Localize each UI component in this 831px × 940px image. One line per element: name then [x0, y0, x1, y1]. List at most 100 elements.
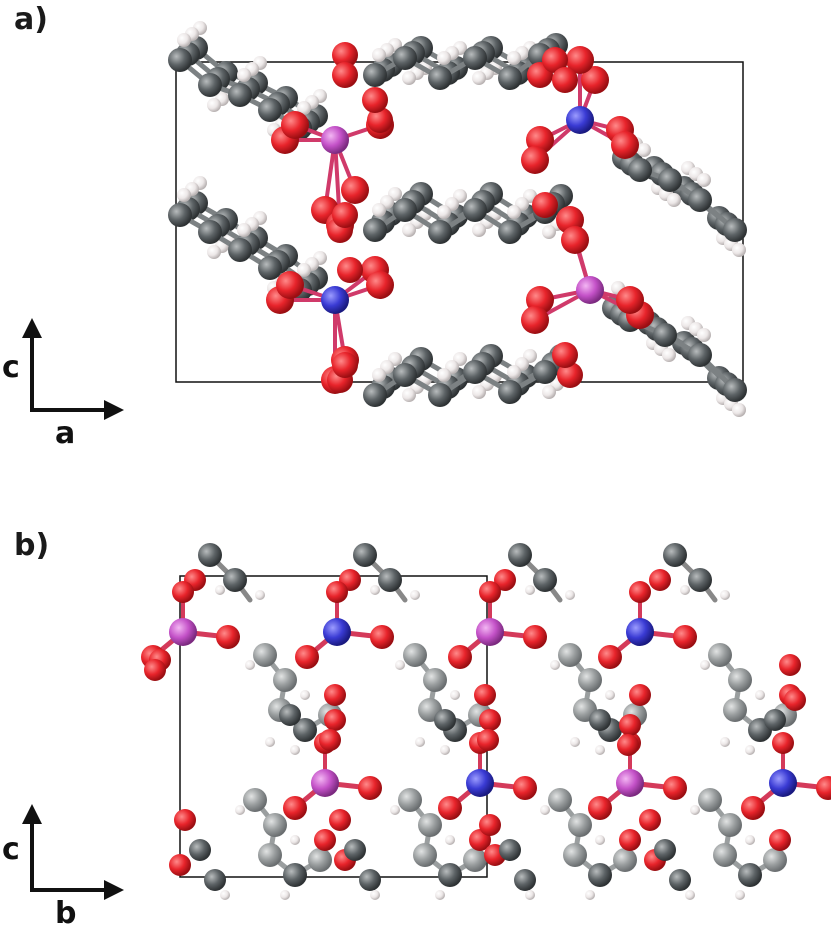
carbon-atom: [308, 848, 332, 872]
oxygen-atom: [448, 645, 472, 669]
hydrogen-atom: [290, 835, 300, 845]
carbon-atom: [353, 543, 377, 567]
hydrogen-atom: [445, 835, 455, 845]
oxygen-atom: [663, 776, 687, 800]
panel-b-c-axis-label: c: [2, 832, 20, 867]
hydrogen-atom: [697, 328, 711, 342]
oxygen-atom: [479, 814, 501, 836]
metal-atom-blue: [466, 769, 494, 797]
panel-b-b-arrowhead: [104, 880, 124, 900]
hydrogen-atom: [585, 890, 595, 900]
oxygen-atom: [598, 645, 622, 669]
hydrogen-atom: [237, 68, 251, 82]
carbon-atom: [653, 323, 677, 347]
carbon-atom: [533, 360, 557, 384]
oxygen-atom: [616, 286, 644, 314]
carbon-atom: [728, 668, 752, 692]
metal-atom-magenta: [576, 276, 604, 304]
hydrogen-atom: [542, 225, 556, 239]
carbon-atom: [344, 839, 366, 861]
oxygen-atom: [772, 732, 794, 754]
carbon-atom: [688, 188, 712, 212]
carbon-atom: [508, 543, 532, 567]
metal-atom-magenta: [321, 126, 349, 154]
carbon-atom: [283, 863, 307, 887]
hydrogen-atom: [662, 348, 676, 362]
metal-atom-blue: [321, 286, 349, 314]
hydrogen-atom: [237, 223, 251, 237]
oxygen-atom: [552, 342, 578, 368]
hydrogen-atom: [680, 585, 690, 595]
oxygen-atom: [319, 729, 341, 751]
oxygen-atom: [479, 709, 501, 731]
carbon-atom: [428, 220, 452, 244]
oxygen-atom: [216, 625, 240, 649]
hydrogen-atom: [372, 203, 386, 217]
oxygen-atom: [779, 654, 801, 676]
hydrogen-atom: [177, 188, 191, 202]
carbon-atom: [533, 568, 557, 592]
oxygen-atom: [521, 146, 549, 174]
oxygen-atom: [326, 581, 348, 603]
hydrogen-atom: [595, 745, 605, 755]
oxygen-atom: [513, 776, 537, 800]
carbon-atom: [168, 48, 192, 72]
panel-a-structure: [168, 21, 747, 417]
metal-atom-blue: [566, 106, 594, 134]
hydrogen-atom: [720, 590, 730, 600]
hydrogen-atom: [565, 590, 575, 600]
carbon-atom: [498, 66, 522, 90]
oxygen-atom: [619, 714, 641, 736]
carbon-atom: [168, 203, 192, 227]
carbon-atom: [198, 543, 222, 567]
hydrogen-atom: [745, 745, 755, 755]
panel-b-b-axis-label: b: [55, 896, 77, 931]
oxygen-atom: [362, 87, 388, 113]
hydrogen-atom: [177, 33, 191, 47]
oxygen-atom: [172, 581, 194, 603]
hydrogen-atom: [550, 660, 560, 670]
hydrogen-atom: [280, 890, 290, 900]
carbon-atom: [253, 643, 277, 667]
hydrogen-atom: [415, 737, 425, 747]
panel-a-a-arrowhead: [104, 400, 124, 420]
oxygen-atom: [366, 271, 394, 299]
oxygen-atom: [370, 625, 394, 649]
metal-atom-magenta: [311, 769, 339, 797]
hydrogen-atom: [235, 805, 245, 815]
carbon-atom: [438, 863, 462, 887]
carbon-atom: [723, 698, 747, 722]
carbon-atom: [688, 568, 712, 592]
hydrogen-atom: [685, 890, 695, 900]
panel-a-c-arrowhead: [22, 318, 42, 338]
carbon-atom: [558, 643, 582, 667]
carbon-atom: [723, 218, 747, 242]
carbon-atom: [243, 788, 267, 812]
oxygen-atom: [639, 809, 661, 831]
hydrogen-atom: [507, 205, 521, 219]
carbon-atom: [463, 46, 487, 70]
oxygen-atom: [523, 625, 547, 649]
carbon-atom: [628, 158, 652, 182]
hydrogen-atom: [720, 737, 730, 747]
carbon-atom: [738, 863, 762, 887]
hydrogen-atom: [402, 71, 416, 85]
carbon-atom: [363, 383, 387, 407]
carbon-atom: [663, 543, 687, 567]
oxygen-atom: [332, 352, 358, 378]
hydrogen-atom: [370, 585, 380, 595]
oxygen-atom: [542, 47, 568, 73]
oxygen-atom: [588, 796, 612, 820]
oxygen-atom: [581, 66, 609, 94]
hydrogen-atom: [570, 737, 580, 747]
carbon-atom: [568, 813, 592, 837]
carbon-atom: [279, 704, 301, 726]
hydrogen-atom: [697, 173, 711, 187]
hydrogen-atom: [542, 385, 556, 399]
carbon-atom: [669, 869, 691, 891]
hydrogen-atom: [290, 745, 300, 755]
carbon-atom: [189, 839, 211, 861]
oxygen-atom: [324, 709, 346, 731]
panel-b-c-arrowhead: [22, 804, 42, 824]
